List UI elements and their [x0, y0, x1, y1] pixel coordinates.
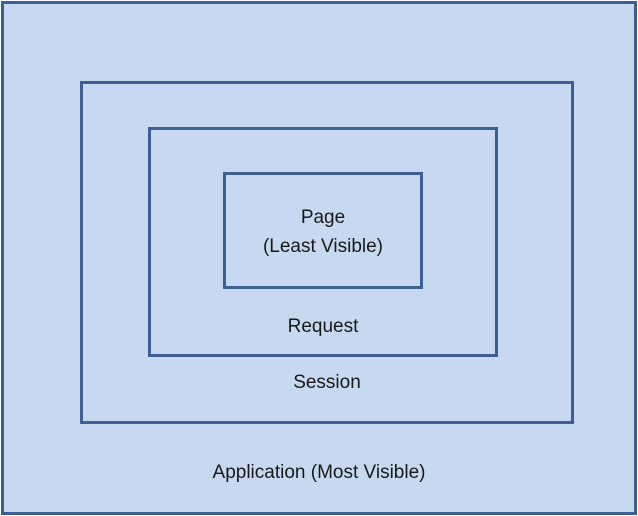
request-scope-label: Request [287, 316, 359, 337]
page-scope-subtitle: (Least Visible) [262, 236, 384, 257]
page-scope-title: Page [300, 207, 346, 228]
page-scope-label: Page (Least Visible) [223, 203, 423, 261]
session-scope-label: Session [293, 372, 361, 393]
page-scope-box [223, 172, 423, 289]
application-scope-label: Application (Most Visible) [212, 462, 426, 483]
